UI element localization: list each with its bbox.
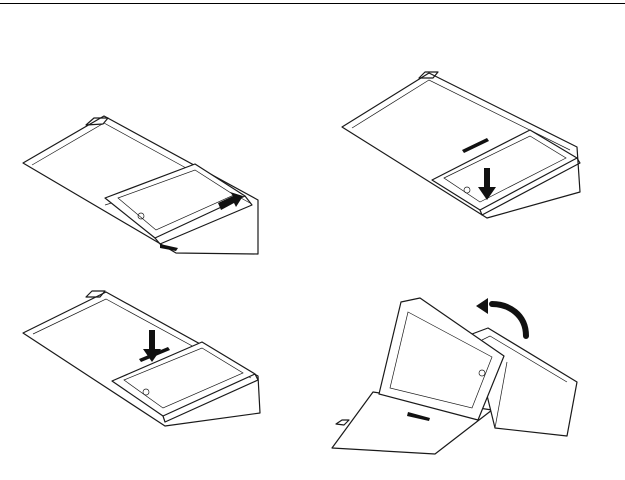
step-4-illustration [312,270,625,480]
fold-up-arrow-icon [492,304,526,336]
step-3-illustration [0,270,312,480]
step-1-illustration [0,0,312,270]
tablet [379,298,504,420]
tablet [432,130,577,210]
step-2-illustration [312,0,625,270]
